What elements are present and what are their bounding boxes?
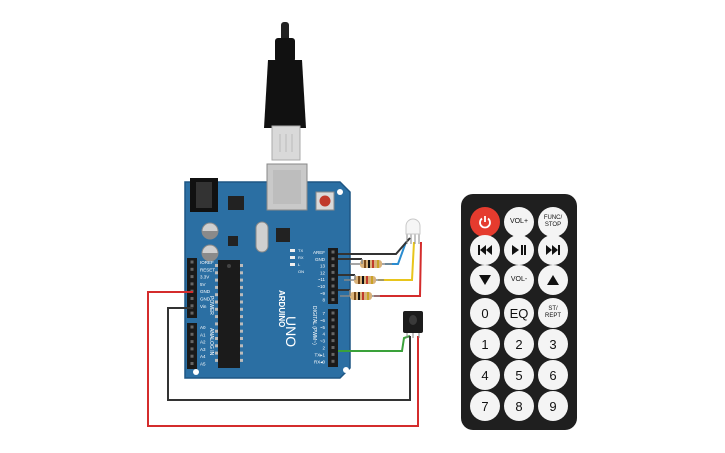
triangle-up-icon: [547, 275, 559, 285]
pin-label: ~3: [320, 339, 326, 344]
wire-gnd-led: [338, 237, 411, 255]
led-label: L: [298, 262, 301, 267]
arduino-brand: ARDUINO: [277, 290, 286, 327]
pin-label: A4: [200, 354, 206, 359]
power-label: POWER: [208, 296, 214, 315]
pin-label: 5V: [200, 282, 206, 287]
pin-label: A1: [200, 332, 206, 337]
play-pause-icon: [512, 245, 526, 255]
remote-next-button[interactable]: [538, 235, 568, 265]
triangle-down-icon: [479, 275, 491, 285]
remote-seven-button[interactable]: 7: [470, 391, 500, 421]
wire-red-5v: [147, 291, 419, 427]
analog-label: ANALOG IN: [208, 328, 214, 356]
remote-button-label: FUNC/ STOP: [543, 215, 563, 228]
arduino-model: UNO: [283, 316, 299, 347]
led-label: RX: [298, 255, 304, 260]
remote-four-button[interactable]: 4: [470, 360, 500, 390]
remote-button-label: 9: [549, 398, 557, 414]
pin-label: ~5: [320, 325, 326, 330]
remote-st-rept-button[interactable]: ST/ REPT: [538, 298, 568, 328]
pin-label: GND: [200, 297, 211, 302]
remote-func-stop-button[interactable]: FUNC/ STOP: [538, 207, 568, 237]
remote-two-button[interactable]: 2: [504, 329, 534, 359]
remote-five-button[interactable]: 5: [504, 360, 534, 390]
digital-header-bottom: [328, 309, 338, 367]
pin-label: IOREF: [200, 260, 214, 265]
remote-button-label: VOL-: [510, 276, 528, 283]
digital-header-top: [328, 248, 338, 304]
rgb-led[interactable]: [405, 218, 421, 244]
remote-down-button[interactable]: [470, 265, 500, 295]
remote-play-pause-button[interactable]: [504, 235, 534, 265]
resistor-1[interactable]: [350, 260, 392, 268]
remote-vol-down-button[interactable]: VOL-: [504, 265, 534, 295]
pin-label: RESET: [200, 267, 215, 272]
usb-cable[interactable]: [264, 22, 306, 161]
remote-button-label: 4: [481, 367, 489, 383]
pin-label: GND: [200, 289, 211, 294]
remote-six-button[interactable]: 6: [538, 360, 568, 390]
remote-eq-button[interactable]: EQ: [504, 298, 534, 328]
pin-label: A5: [200, 362, 206, 367]
remote-zero-button[interactable]: 0: [470, 298, 500, 328]
ir-receiver[interactable]: [403, 311, 423, 338]
pin-label: 3.3V: [200, 275, 209, 280]
remote-three-button[interactable]: 3: [538, 329, 568, 359]
pin-label: ~11: [318, 277, 326, 282]
led-label: ON: [298, 269, 304, 274]
remote-power-button[interactable]: [470, 207, 500, 237]
remote-vol-up-button[interactable]: VOL+: [504, 207, 534, 237]
atmega-chip: [218, 260, 240, 368]
remote-button-label: 8: [515, 398, 523, 414]
pin-label: ~6: [320, 318, 326, 323]
resistor-3[interactable]: [340, 292, 380, 300]
remote-nine-button[interactable]: 9: [538, 391, 568, 421]
remote-up-button[interactable]: [538, 265, 568, 295]
pin-label: GND: [315, 257, 326, 262]
arduino-uno-board[interactable]: ARDUINO UNO POWER ANALOG IN DIGITAL (PWM…: [184, 163, 351, 379]
remote-button-label: 3: [549, 336, 557, 352]
pin-label: ~10: [317, 284, 325, 289]
pin-label: Vin: [200, 304, 207, 309]
pin-label: 13: [320, 264, 326, 269]
reset-button[interactable]: [315, 191, 335, 211]
remote-button-label: 5: [515, 367, 523, 383]
remote-button-label: 7: [481, 398, 489, 414]
remote-prev-button[interactable]: [470, 235, 500, 265]
remote-eight-button[interactable]: 8: [504, 391, 534, 421]
pin-label: 2: [322, 346, 325, 351]
pin-label: 8: [322, 298, 325, 303]
pin-label: 4: [322, 332, 325, 337]
pin-label: A3: [200, 347, 206, 352]
remote-button-label: 0: [481, 305, 489, 321]
resistor-2[interactable]: [344, 276, 384, 284]
ir-remote: VOL+ FUNC/ STOP VOL- 0 EQ ST/ REPT 1 2 3 4 5 6 7 8 9: [461, 194, 577, 430]
skip-back-icon: [478, 245, 492, 255]
power-icon: [478, 215, 492, 229]
led-label: TX: [298, 248, 303, 253]
digital-label: DIGITAL (PWM~): [311, 306, 317, 345]
remote-button-label: EQ: [509, 305, 529, 321]
pin-label: A0: [200, 325, 206, 330]
pin-label: 12: [320, 270, 326, 275]
pin-label: AREF: [313, 250, 325, 255]
wire-black-gnd: [167, 307, 411, 401]
remote-button-label: 6: [549, 367, 557, 383]
pin-label: RX◂0: [314, 359, 326, 364]
remote-one-button[interactable]: 1: [470, 329, 500, 359]
pin-label: TX▸1: [314, 352, 325, 357]
analog-header: [187, 323, 197, 369]
skip-forward-icon: [546, 245, 560, 255]
power-header: [187, 258, 197, 318]
remote-button-label: ST/ REPT: [544, 306, 561, 319]
pin-label: ~9: [320, 291, 326, 296]
pin-label: A2: [200, 340, 206, 345]
pin-label: 7: [322, 311, 325, 316]
remote-button-label: 1: [481, 336, 489, 352]
remote-button-label: 2: [515, 336, 523, 352]
remote-button-label: VOL+: [509, 218, 529, 225]
